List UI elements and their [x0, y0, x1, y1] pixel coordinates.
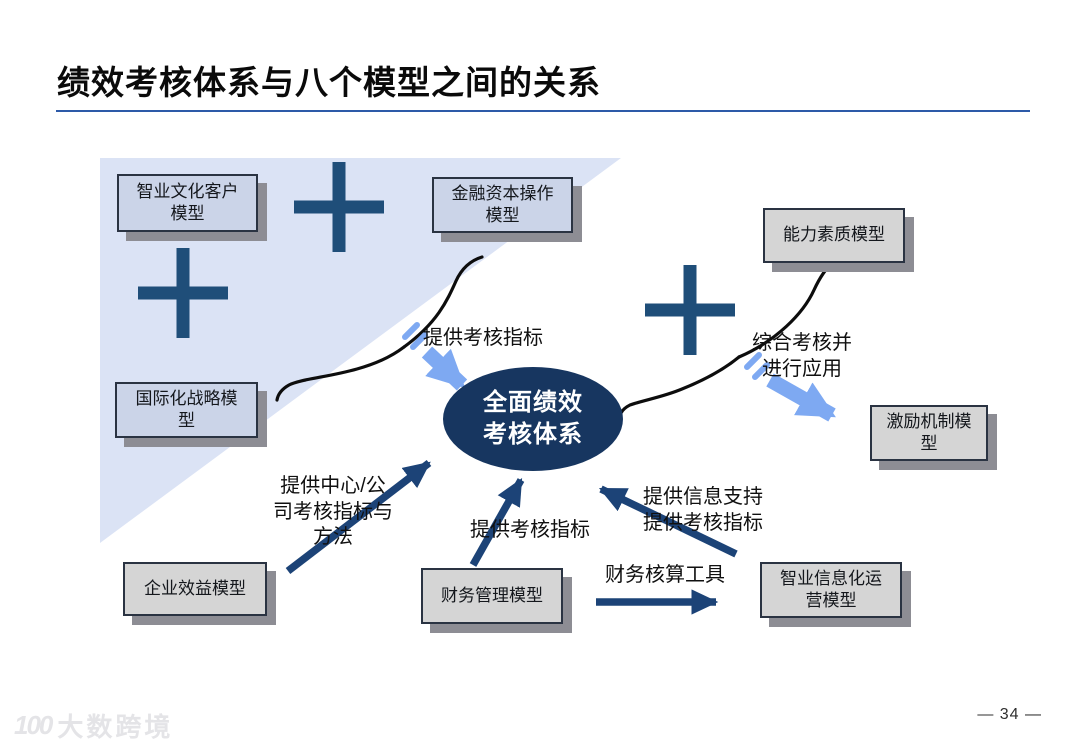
node-label: 企业效益模型	[144, 578, 246, 598]
edge-label-finance-accounting-tool: 财务核算工具	[605, 564, 725, 586]
node-label: 财务管理模型	[441, 585, 543, 605]
plus-icon	[138, 248, 228, 338]
edge-label-provide-info-support: 提供信息支持 提供考核指标	[643, 486, 763, 534]
node-incentive-model: 激励机制模 型	[870, 405, 988, 461]
brand-watermark-text: 大数跨境	[57, 712, 174, 742]
arrow-finance-to-center	[469, 478, 525, 567]
node-zhiye-culture-model: 智业文化客户 模型	[117, 174, 258, 232]
node-intl-strategy-model: 国际化战略模 型	[115, 382, 258, 438]
right-brace	[619, 259, 836, 415]
node-label: 智业文化客户 模型	[136, 181, 239, 223]
left-brace	[275, 255, 484, 402]
arrow-models-to-center	[402, 322, 468, 391]
node-label: 激励机制模 型	[886, 411, 972, 453]
page-number: — 34 —	[977, 706, 1042, 723]
brand-logo-icon: 100	[14, 710, 53, 740]
edge-label-provide-center-company: 提供中心/公 司考核指标与 方法	[273, 475, 393, 549]
node-label: 能力素质模型	[783, 225, 885, 245]
center-node-performance-system: 全面绩效 考核体系	[443, 367, 623, 471]
node-finance-mgmt-model: 财务管理模型	[421, 568, 563, 624]
node-label: 国际化战略模 型	[135, 388, 238, 430]
center-node-label: 全面绩效 考核体系	[483, 388, 583, 448]
background-triangle	[100, 158, 621, 543]
arrow-center-to-incentive	[744, 352, 836, 422]
page-title: 绩效考核体系与八个模型之间的关系	[57, 64, 601, 101]
node-zhiye-info-model: 智业信息化运 营模型	[760, 562, 902, 618]
brand-watermark: 100 大数跨境	[14, 707, 173, 744]
node-enterprise-benefit-model: 企业效益模型	[123, 562, 267, 616]
plus-icon	[294, 162, 384, 252]
node-ability-quality-model: 能力素质模型	[763, 208, 905, 263]
plus-icon	[645, 265, 735, 355]
edge-label-comprehensive-apply: 综合考核并 进行应用	[752, 332, 852, 380]
node-label: 智业信息化运 营模型	[780, 568, 882, 610]
arrow-info-to-center	[598, 485, 738, 558]
arrow-enterprise-to-center	[285, 460, 432, 574]
edge-label-provide-kpi-top: 提供考核指标	[423, 327, 543, 349]
edge-label-provide-kpi-bottom: 提供考核指标	[470, 519, 590, 541]
title-underline	[56, 110, 1030, 112]
node-label: 金融资本操作 模型	[451, 183, 554, 225]
node-finance-capital-model: 金融资本操作 模型	[432, 177, 573, 233]
